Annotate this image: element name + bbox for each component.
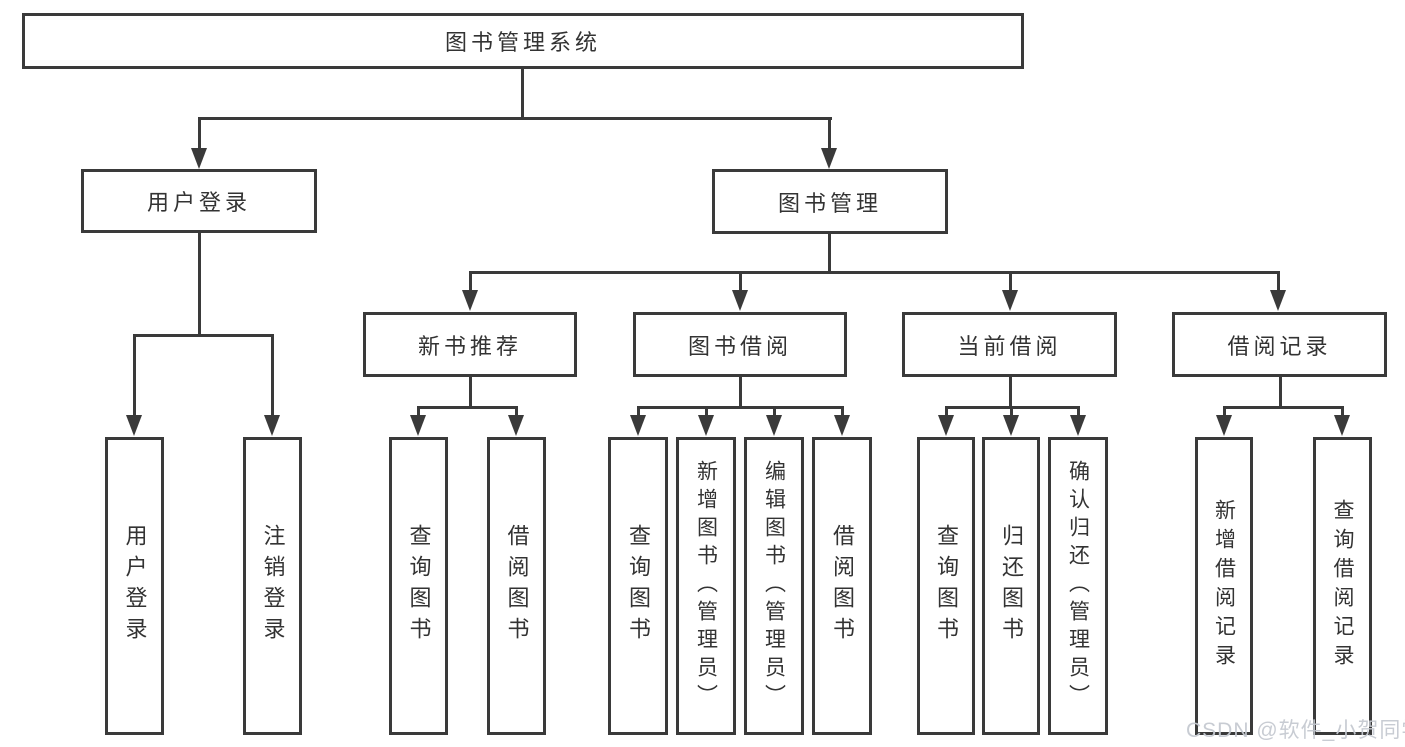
- connector-new-book-stem: [469, 377, 472, 409]
- connector-current-borrowing-stem: [1009, 377, 1012, 409]
- leaf-query-books: 查询图书: [389, 437, 448, 735]
- arrowhead-borrowing-records: [1270, 290, 1286, 311]
- arrowhead-leaf-logout: [264, 415, 280, 436]
- arrowhead: [834, 415, 850, 436]
- arrowhead: [508, 415, 524, 436]
- connector-drop: [1223, 406, 1226, 417]
- connector-drop-book-management: [828, 117, 831, 149]
- connector-root-bar: [198, 117, 832, 120]
- arrowhead-user-login: [191, 148, 207, 169]
- connector-drop: [945, 406, 948, 417]
- connector-drop-borrowing-records: [1277, 271, 1280, 292]
- leaf-confirm-return-admin: 确认归还（管理员）: [1048, 437, 1108, 735]
- connector-drop: [515, 406, 518, 417]
- connector-user-login-bar: [133, 334, 274, 337]
- connector-drop-leaf-logout: [271, 334, 274, 416]
- leaf-return-books: 归还图书: [982, 437, 1040, 735]
- connector-borrowing-records-stem: [1279, 377, 1282, 409]
- node-borrowing-records: 借阅记录: [1172, 312, 1387, 377]
- connector-drop: [1010, 406, 1013, 417]
- leaf-borrow-books: 借阅图书: [487, 437, 546, 735]
- connector-user-login-stem: [198, 233, 201, 337]
- leaf-borrow-books: 借阅图书: [812, 437, 872, 735]
- connector-book-management-stem: [828, 234, 831, 274]
- connector-drop: [417, 406, 420, 417]
- arrowhead-current-borrowing: [1002, 290, 1018, 311]
- arrowhead-leaf-user-login: [126, 415, 142, 436]
- leaf-query-books: 查询图书: [608, 437, 668, 735]
- node-library-system: 图书管理系统: [22, 13, 1024, 69]
- connector-drop: [841, 406, 844, 417]
- connector-book-management-bar: [469, 271, 1280, 274]
- node-new-book-recommendation: 新书推荐: [363, 312, 577, 377]
- connector-drop: [705, 406, 708, 417]
- csdn-watermark: CSDN @软件_小贺同学: [1186, 719, 1405, 742]
- connector-root-stem: [521, 69, 524, 118]
- connector-borrowing-records-bar: [1223, 406, 1344, 409]
- arrowhead: [1334, 415, 1350, 436]
- leaf-edit-book-admin: 编辑图书（管理员）: [744, 437, 804, 735]
- arrowhead: [410, 415, 426, 436]
- connector-drop-new-book: [469, 271, 472, 292]
- arrowhead: [766, 415, 782, 436]
- connector-drop: [1077, 406, 1080, 417]
- arrowhead-book-management: [821, 148, 837, 169]
- connector-drop-book-borrowing: [739, 271, 742, 292]
- node-current-borrowing: 当前借阅: [902, 312, 1117, 377]
- connector-drop-leaf-user-login: [133, 334, 136, 416]
- leaf-add-borrow-record: 新增借阅记录: [1195, 437, 1253, 735]
- arrowhead: [1003, 415, 1019, 436]
- arrowhead-book-borrowing: [732, 290, 748, 311]
- node-book-management: 图书管理: [712, 169, 948, 234]
- connector-drop-current-borrowing: [1009, 271, 1012, 292]
- arrowhead: [938, 415, 954, 436]
- connector-drop: [1341, 406, 1344, 417]
- arrowhead: [698, 415, 714, 436]
- node-book-borrowing: 图书借阅: [633, 312, 847, 377]
- arrowhead: [630, 415, 646, 436]
- arrowhead: [1070, 415, 1086, 436]
- connector-book-borrowing-stem: [739, 377, 742, 409]
- connector-new-book-bar: [417, 406, 518, 409]
- arrowhead: [1216, 415, 1232, 436]
- connector-drop: [773, 406, 776, 417]
- connector-drop: [637, 406, 640, 417]
- connector-drop-user-login: [198, 117, 201, 149]
- leaf-query-books: 查询图书: [917, 437, 975, 735]
- arrowhead-new-book: [462, 290, 478, 311]
- node-user-login: 用户登录: [81, 169, 317, 233]
- connector-book-borrowing-bar: [637, 406, 844, 409]
- leaf-logout: 注销登录: [243, 437, 302, 735]
- leaf-query-borrow-record: 查询借阅记录: [1313, 437, 1372, 735]
- leaf-user-login: 用户登录: [105, 437, 164, 735]
- leaf-add-book-admin: 新增图书（管理员）: [676, 437, 736, 735]
